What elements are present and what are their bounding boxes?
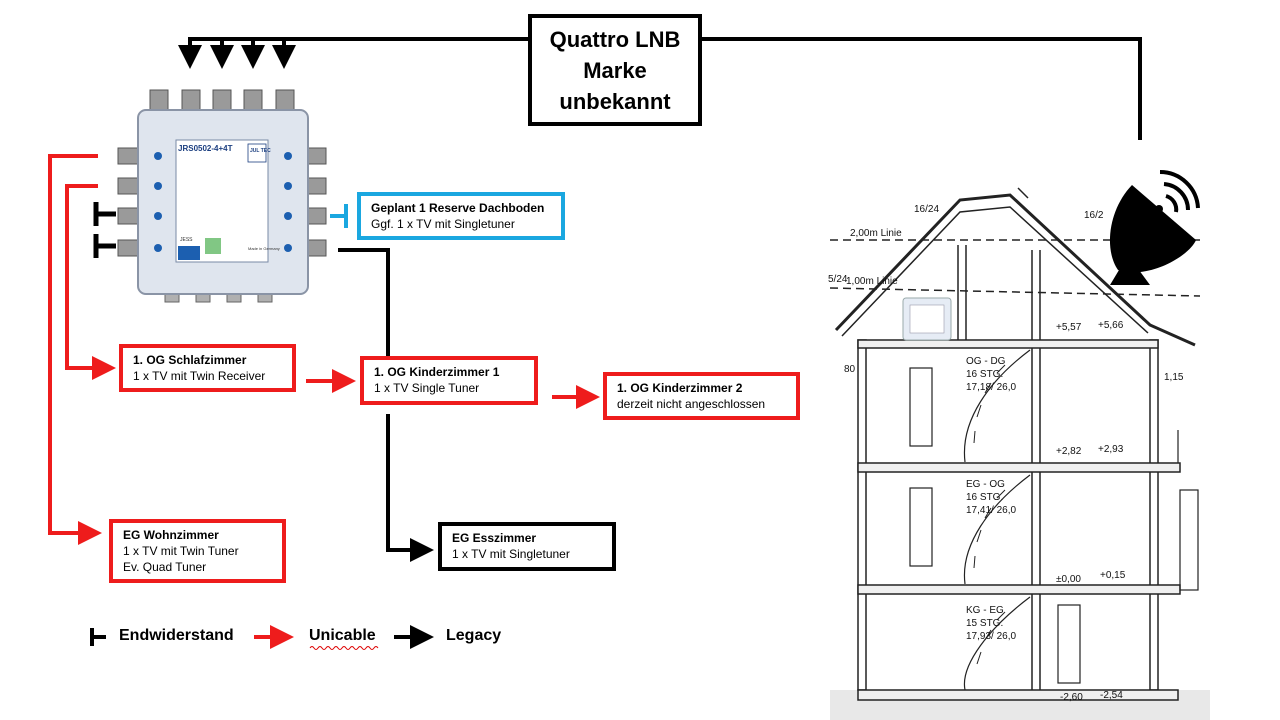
switch-thumbnail <box>902 297 952 341</box>
satellite-dish-icon <box>1109 169 1200 285</box>
room-title: EG Esszimmer <box>452 531 537 545</box>
legend-unicable: Unicable <box>309 627 376 644</box>
house-cross-section <box>829 187 1210 720</box>
plan-label: 2,00m Linie <box>850 228 902 239</box>
plan-label: +2,93 <box>1098 444 1124 455</box>
plan-label: 17,41/ 26,0 <box>966 505 1016 516</box>
legend-terminator-icon <box>90 628 106 646</box>
switch-brand-small: JESS <box>180 237 193 243</box>
eg-wohnzimmer-box: EG Wohnzimmer 1 x TV mit Twin Tuner Ev. … <box>109 519 286 583</box>
plan-label: -2,54 <box>1100 690 1123 701</box>
plan-label: 15 STG. <box>966 618 1003 629</box>
switch-brand-label: JUL TEC <box>250 148 271 154</box>
plan-label: +0,15 <box>1100 570 1126 581</box>
og-schlafzimmer-box: 1. OG Schlafzimmer 1 x TV mit Twin Recei… <box>119 344 296 392</box>
plan-label: +2,82 <box>1056 446 1082 457</box>
legend-legacy: Legacy <box>446 627 502 644</box>
plan-label: -2,60 <box>1060 692 1083 703</box>
plan-label: 80 <box>844 364 856 375</box>
plan-label: 16/2 <box>1084 210 1104 221</box>
plan-label: +5,66 <box>1098 320 1124 331</box>
og-kinderzimmer1-box: 1. OG Kinderzimmer 1 1 x TV Single Tuner <box>360 356 538 405</box>
plan-label: 16 STG. <box>966 369 1003 380</box>
room-title: 1. OG Schlafzimmer <box>133 353 247 367</box>
room-title: EG Wohnzimmer <box>123 528 219 542</box>
plan-label: 16/24 <box>914 204 939 215</box>
room-title: Geplant 1 Reserve Dachboden <box>371 201 545 215</box>
plan-label: 1,15 <box>1164 372 1184 383</box>
room-detail: 1 x TV mit Twin Tuner <box>123 544 239 558</box>
room-detail: 1 x TV mit Twin Receiver <box>133 369 266 383</box>
plan-label: 17,18/ 26,0 <box>966 382 1016 393</box>
switch-model-label: JRS0502-4+4T <box>178 144 233 153</box>
unicable-cables <box>48 154 600 545</box>
spellcheck-underline <box>309 646 379 650</box>
plan-label: 1,00m Linie <box>846 276 898 287</box>
lnb-box: Quattro LNB Marke unbekannt <box>528 14 702 126</box>
room-detail: Ev. Quad Tuner <box>123 560 207 574</box>
room-title: 1. OG Kinderzimmer 2 <box>617 381 743 395</box>
switch-made-in: Made in Germany <box>248 246 280 251</box>
plan-label: ±0,00 <box>1056 574 1081 585</box>
room-detail: derzeit nicht angeschlossen <box>617 397 766 411</box>
room-detail: 1 x TV mit Singletuner <box>452 547 570 561</box>
reserve-dachboden-box: Geplant 1 Reserve Dachboden Ggf. 1 x TV … <box>357 192 565 240</box>
plan-label: OG - DG <box>966 356 1006 367</box>
plan-label: 5/24 <box>828 274 848 285</box>
room-detail: Ggf. 1 x TV mit Singletuner <box>371 217 515 231</box>
legacy-cables <box>338 248 434 562</box>
og-kinderzimmer2-box: 1. OG Kinderzimmer 2 derzeit nicht anges… <box>603 372 800 420</box>
plan-label: KG - EG <box>966 605 1004 616</box>
eg-esszimmer-box: EG Esszimmer 1 x TV mit Singletuner <box>438 522 616 571</box>
terminator-icon <box>93 202 116 226</box>
lnb-brand-label: Marke <box>583 57 647 83</box>
lnb-cable <box>178 37 1142 140</box>
legend-endwiderstand: Endwiderstand <box>119 627 234 644</box>
house-plan-labels: 16/24 16/2 2,00m Linie 1,00m Linie 5/24 … <box>828 204 1184 703</box>
room-detail: 1 x TV Single Tuner <box>374 381 480 395</box>
lnb-brand-value: unbekannt <box>559 88 671 114</box>
room-title: 1. OG Kinderzimmer 1 <box>374 365 500 379</box>
plan-label: 17,93/ 26,0 <box>966 631 1016 642</box>
plan-label: EG - OG <box>966 479 1005 490</box>
terminator-icon <box>93 234 116 258</box>
plan-label: 16 STG. <box>966 492 1003 503</box>
multiswitch-device: JRS0502-4+4T JUL TEC JESS Made in German… <box>117 89 327 303</box>
lnb-title: Quattro LNB <box>549 26 681 52</box>
plan-label: +5,57 <box>1056 322 1082 333</box>
reserve-terminator <box>330 204 348 228</box>
